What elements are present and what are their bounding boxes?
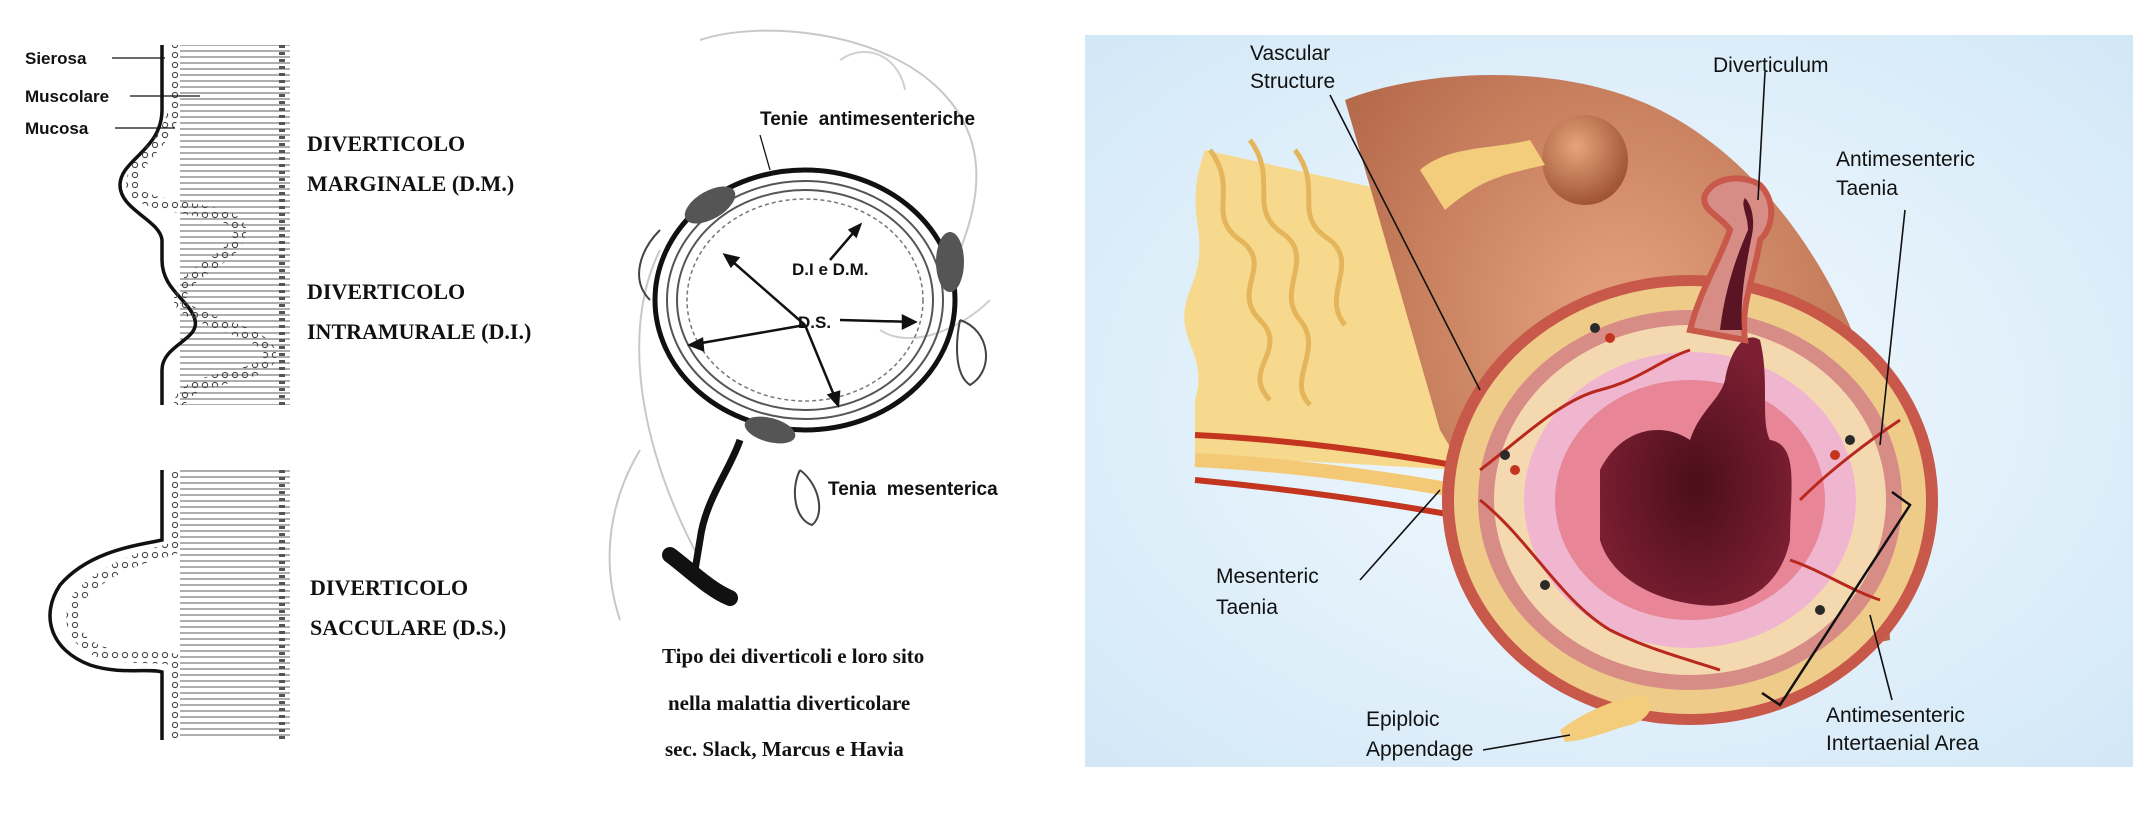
mucosa-band (125, 45, 277, 407)
label-ds: D.S. (798, 313, 831, 332)
label-intramurale-2: INTRAMURALE (D.I.) (307, 319, 531, 344)
saccular-wall (48, 470, 164, 740)
label-epiploic-1: Epiploic (1366, 708, 1440, 731)
taenia-antimesenteric-right (936, 232, 964, 292)
label-diverticulum: Diverticulum (1713, 54, 1829, 77)
background-sketch (608, 29, 978, 621)
wall-section-lower (48, 470, 290, 740)
vessel-dots (1500, 323, 1855, 615)
diverticulum-lumen (1720, 198, 1754, 330)
pouch-bottom (793, 469, 821, 527)
lumen (1600, 337, 1792, 606)
middle-panel: D.I e D.M. D.S. Tenie antimesenteriche T… (608, 29, 998, 761)
intramural-vessels (1479, 348, 1901, 672)
muscle-layer-lower (180, 470, 290, 740)
label-tenie-antimesenteriche: Tenie antimesenteriche (760, 109, 975, 130)
label-sierosa: Sierosa (25, 49, 87, 68)
label-intertaenial-1: Antimesenteric (1826, 704, 1965, 727)
intertaenial-bracket (1761, 490, 1912, 707)
label-sacculare-1: DIVERTICOLO (310, 575, 468, 600)
taenia-antimesenteric-left (684, 186, 736, 224)
label-mesenteric-2: Taenia (1216, 596, 1278, 619)
label-muscolare: Muscolare (25, 87, 109, 106)
background-sketch-2 (839, 50, 991, 339)
colon-muscle-ring-2 (676, 189, 934, 411)
taenia-mesenteric (744, 416, 796, 444)
arrows (686, 222, 918, 409)
label-epiploic-2: Appendage (1366, 738, 1473, 761)
colon-muscle-ring-1 (666, 180, 944, 420)
label-vascular-2: Structure (1250, 70, 1335, 93)
label-antimesenteric-2: Taenia (1836, 177, 1898, 200)
leader-lines (1329, 71, 1906, 751)
left-panel: Sierosa Muscolare Mucosa DIVERTICOLO MAR… (25, 45, 531, 740)
serosa-line (118, 45, 198, 405)
label-di-dm: D.I e D.M. (792, 260, 869, 279)
epiploic-ball (1542, 115, 1628, 205)
colon-outer-ring (652, 167, 958, 433)
caption-line-2: nella malattia diverticolare (668, 691, 910, 715)
label-intertaenial-2: Intertaenial Area (1826, 732, 1979, 755)
caption-line-3: sec. Slack, Marcus e Havia (665, 737, 904, 761)
epiploic-appendage-upper (1420, 140, 1545, 210)
caption-line-1: Tipo dei diverticoli e loro sito (662, 644, 924, 668)
wall-section-upper (118, 45, 290, 407)
saccular-mucosa (66, 470, 181, 740)
pouch-left (638, 229, 661, 301)
label-mucosa: Mucosa (25, 119, 89, 138)
label-intramurale-1: DIVERTICOLO (307, 279, 465, 304)
label-sacculare-2: SACCULARE (D.S.) (310, 615, 506, 640)
label-tenia-mesenterica: Tenia mesenterica (828, 479, 998, 500)
label-marginale-2: MARGINALE (D.M.) (307, 171, 514, 196)
mesentery-vessel (662, 547, 738, 606)
label-antimesenteric-1: Antimesenteric (1836, 148, 1975, 171)
colon-mucosa-ring (686, 198, 924, 402)
label-marginale-1: DIVERTICOLO (307, 131, 465, 156)
label-mesenteric-1: Mesenteric (1216, 565, 1319, 588)
leader-tenie (759, 134, 771, 171)
pouch-right (956, 319, 987, 387)
right-panel: Vascular Structure Diverticulum Antimese… (1085, 35, 2133, 767)
epiploic-appendage-lower (1560, 695, 1651, 742)
mesentery-stalk (691, 438, 744, 571)
label-vascular-1: Vascular (1250, 42, 1330, 65)
